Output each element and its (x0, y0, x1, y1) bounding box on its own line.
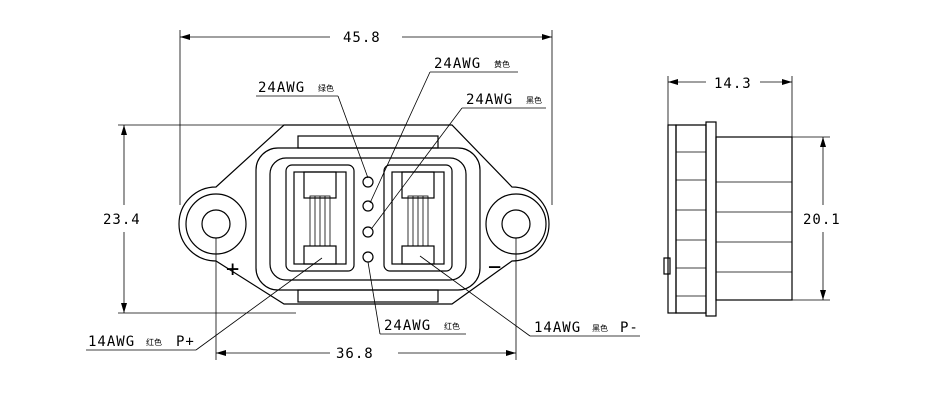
svg-text:绿色: 绿色 (318, 83, 334, 93)
dimension-side-depth: 14.3 (667, 76, 793, 137)
right-power-contact (383, 164, 453, 272)
svg-text:黑色: 黑色 (592, 323, 608, 333)
overall-height-label: 23.4 (103, 212, 141, 228)
svg-text:红色: 红色 (444, 321, 460, 331)
top-latch-bar (297, 135, 439, 149)
side-view (663, 121, 793, 317)
overall-width-label: 45.8 (343, 30, 381, 46)
svg-text:24AWG: 24AWG (466, 92, 513, 108)
callout-24awg-red: 24AWG 红色 (367, 261, 466, 335)
svg-text:红色: 红色 (146, 337, 162, 347)
dimension-overall-width: 45.8 (179, 30, 553, 205)
side-latch-tab (663, 257, 671, 275)
flange-outline (178, 124, 550, 305)
signal-pin-3 (362, 226, 374, 238)
polarity-plus: + (226, 257, 240, 282)
hole-spacing-label: 36.8 (336, 346, 374, 362)
svg-text:黑色: 黑色 (526, 95, 542, 105)
callout-14awg-negative: 14AWG 黑色 P- (419, 255, 640, 337)
front-view: + − (178, 124, 550, 305)
side-lip (667, 124, 677, 314)
side-body (715, 136, 793, 301)
svg-text:P+: P+ (176, 334, 195, 350)
bottom-latch-bar (297, 289, 439, 303)
svg-text:24AWG: 24AWG (434, 56, 481, 72)
signal-pin-2 (362, 200, 374, 212)
callout-24awg-yellow: 24AWG 黄色 (369, 56, 518, 204)
housing-inner (269, 157, 467, 281)
side-height-label: 20.1 (803, 212, 841, 228)
callout-24awg-black: 24AWG 黑色 (371, 92, 546, 229)
housing-outer (255, 147, 481, 291)
svg-text:14AWG: 14AWG (88, 334, 135, 350)
polarity-minus: − (488, 255, 502, 280)
callout-24awg-green: 24AWG 绿色 (256, 80, 369, 179)
dimension-side-height: 20.1 (792, 136, 841, 301)
signal-pin-1 (362, 176, 374, 188)
svg-text:14AWG: 14AWG (534, 320, 581, 336)
svg-text:24AWG: 24AWG (384, 318, 431, 334)
dimension-hole-spacing: 36.8 (215, 238, 517, 362)
signal-pin-4 (362, 251, 374, 263)
svg-text:黄色: 黄色 (494, 59, 510, 69)
signal-pins (362, 176, 374, 263)
svg-text:24AWG: 24AWG (258, 80, 305, 96)
side-flange (705, 121, 717, 317)
left-power-contact (285, 164, 355, 272)
right-mounting-hole (501, 209, 531, 239)
dimension-overall-height: 23.4 (103, 124, 296, 314)
side-depth-label: 14.3 (714, 76, 752, 92)
svg-text:P-: P- (620, 320, 639, 336)
left-mounting-hole (201, 209, 231, 239)
callout-14awg-positive: 14AWG 红色 P+ (86, 257, 323, 351)
